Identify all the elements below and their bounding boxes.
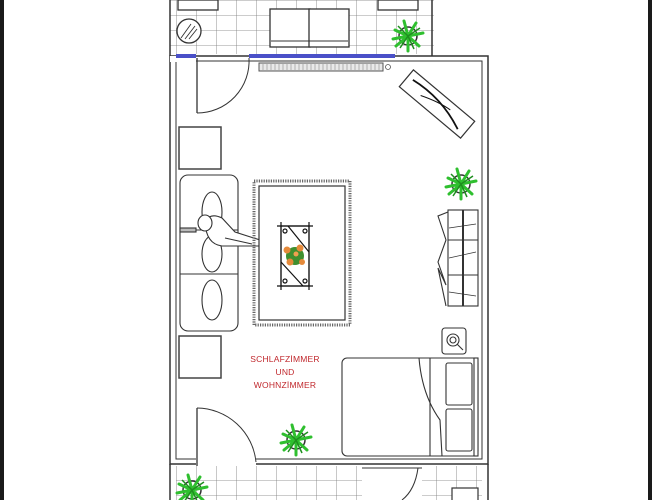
radiator-icon xyxy=(258,62,391,72)
cabinet-icon xyxy=(437,209,479,307)
round-table-icon xyxy=(176,18,202,44)
room-label-line1: SCHLAFZİMMER xyxy=(250,354,320,364)
bed-icon xyxy=(341,357,479,457)
person-icon xyxy=(197,214,263,247)
viewer-frame-right xyxy=(648,0,652,500)
viewer-frame-left xyxy=(0,0,4,500)
door-top xyxy=(170,54,250,114)
lamp-icon xyxy=(441,327,467,355)
door-bottom xyxy=(176,407,482,466)
room-label-line2: UND xyxy=(275,367,295,377)
armchair-icon xyxy=(269,8,350,48)
side-table-icon xyxy=(178,126,222,170)
diagonal-table-icon xyxy=(398,69,476,139)
table-icon xyxy=(277,222,313,290)
bottom-balcony xyxy=(169,464,489,500)
plant-icon xyxy=(279,423,313,457)
flower-icon xyxy=(283,244,305,266)
plant-icon xyxy=(444,167,478,201)
sofa-icon xyxy=(179,174,239,332)
top-balcony xyxy=(169,0,434,56)
room-label-line3: WOHNZİMMER xyxy=(253,380,317,390)
side-table-icon xyxy=(178,335,222,379)
